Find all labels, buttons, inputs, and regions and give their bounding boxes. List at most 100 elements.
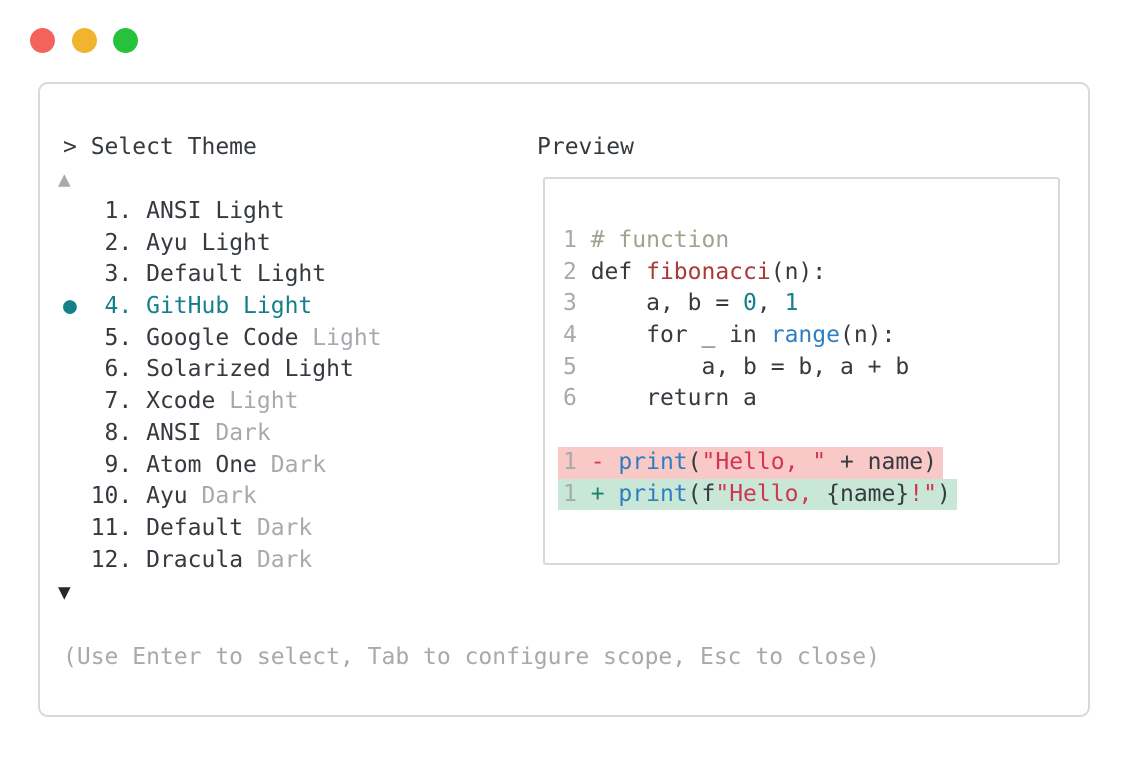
selected-indicator: ● (63, 293, 77, 320)
code-token-string: "Hello, " (701, 448, 827, 475)
theme-label-muted: Dark (243, 514, 313, 541)
code-token-plus: + (590, 480, 619, 507)
theme-label-muted: Dark (201, 419, 271, 446)
theme-list-item[interactable]: 5. Google Code Light (63, 323, 382, 355)
theme-number: 1. (76, 198, 147, 224)
theme-label-muted: Light (298, 324, 382, 351)
theme-label: ANSI Light (146, 198, 285, 224)
code-token-func: fibonacci (646, 258, 771, 285)
theme-label: Xcode (146, 388, 216, 415)
theme-list-item[interactable]: 7. Xcode Light (63, 386, 382, 418)
code-line: 3 a, b = 0, 1 (563, 288, 957, 320)
marker-spacer (63, 515, 77, 541)
theme-number: 5. (76, 324, 147, 351)
line-number: 4 (563, 322, 591, 349)
line-number: 1 (563, 448, 591, 475)
theme-label-muted: Light (215, 388, 299, 415)
theme-number: 12. (76, 546, 147, 573)
code-token-plain: a, b = (590, 290, 744, 317)
code-line: 4 for _ in range(n): (563, 320, 957, 352)
close-button[interactable] (30, 28, 55, 53)
diff-removed-line: 1 - print("Hello, " + name) (558, 446, 957, 479)
code-token-plain: + name) (826, 448, 937, 475)
theme-list-item[interactable]: 11. Default Dark (63, 513, 382, 545)
blank-line (563, 415, 957, 447)
theme-label: Atom One (146, 451, 257, 478)
zoom-button[interactable] (113, 28, 138, 53)
theme-label: Dracula (146, 546, 244, 573)
code-token-builtin: range (770, 322, 840, 349)
theme-label: GitHub Light (146, 293, 313, 320)
scroll-up-indicator: ▲ (58, 167, 71, 191)
marker-spacer (63, 420, 77, 446)
theme-label-muted: Dark (256, 451, 327, 478)
theme-label: Solarized Light (146, 356, 354, 383)
marker-spacer (63, 198, 77, 224)
theme-label: Default (146, 514, 244, 541)
theme-label: Ayu (146, 483, 188, 510)
code-token-plain: (n): (770, 258, 827, 285)
code-line: 1 # function (563, 225, 957, 257)
theme-label: Default Light (146, 261, 327, 288)
code-token-plain: def (590, 258, 647, 285)
prompt-text: > Select Theme (63, 134, 257, 160)
theme-list-item[interactable]: 2. Ayu Light (63, 228, 382, 260)
code-token-plain: (n): (839, 322, 896, 349)
theme-list-item[interactable]: ● 4. GitHub Light (63, 291, 382, 323)
marker-spacer (63, 388, 77, 414)
theme-number: 3. (76, 261, 147, 288)
code-token-plain: a, b = b, a + b (590, 353, 910, 380)
marker-spacer (63, 356, 77, 382)
theme-number: 11. (76, 514, 147, 541)
theme-list-item[interactable]: 12. Dracula Dark (63, 545, 382, 577)
code-line: 2 def fibonacci(n): (563, 257, 957, 289)
theme-list-item[interactable]: 3. Default Light (63, 259, 382, 291)
theme-label-muted: Dark (187, 483, 257, 510)
theme-list: 1. ANSI Light 2. Ayu Light 3. Default Li… (63, 196, 382, 576)
scroll-down-indicator: ▼ (58, 580, 71, 604)
minimize-button[interactable] (72, 28, 97, 53)
line-number: 2 (563, 258, 591, 285)
line-number: 1 (563, 480, 591, 507)
line-number: 1 (563, 227, 591, 253)
help-text: (Use Enter to select, Tab to configure s… (63, 644, 880, 670)
theme-list-item[interactable]: 6. Solarized Light (63, 354, 382, 386)
theme-list-item[interactable]: 9. Atom One Dark (63, 450, 382, 482)
code-token-string: !" (909, 480, 937, 507)
code-token-minus: - (590, 448, 619, 475)
diff-added-line: 1 + print(f"Hello, {name}!") (558, 478, 957, 511)
theme-label-muted: Dark (243, 546, 313, 573)
theme-label: Google Code (146, 324, 299, 351)
theme-number: 6. (76, 356, 147, 383)
theme-number: 4. (76, 293, 147, 320)
code-token-builtin: print (618, 480, 688, 507)
marker-spacer (63, 452, 77, 478)
theme-list-item[interactable]: 10. Ayu Dark (63, 481, 382, 513)
marker-spacer (63, 483, 77, 509)
theme-number: 7. (76, 388, 147, 415)
code-token-plain: ) (936, 480, 951, 507)
code-token-plain: (f (687, 480, 716, 507)
line-number: 5 (563, 353, 591, 380)
code-token-num: 0 (743, 290, 757, 317)
line-number: 6 (563, 385, 591, 412)
code-token-builtin: print (618, 448, 688, 475)
line-number: 3 (563, 290, 591, 317)
theme-picker-window: > Select Theme ▲ 1. ANSI Light 2. Ayu Li… (38, 82, 1090, 717)
marker-spacer (63, 230, 77, 256)
theme-number: 10. (76, 483, 147, 510)
code-token-plain: {name} (826, 480, 910, 507)
code-token-plain: ( (687, 448, 702, 475)
code-token-plain: return a (590, 385, 757, 412)
theme-label: Ayu Light (146, 229, 271, 256)
theme-number: 8. (76, 419, 147, 446)
theme-list-item[interactable]: 8. ANSI Dark (63, 418, 382, 450)
code-token-plain: , (756, 290, 785, 317)
marker-spacer (63, 547, 77, 573)
code-token-num: 1 (784, 290, 799, 317)
marker-spacer (63, 325, 77, 351)
code-token-plain: for _ in (590, 322, 771, 349)
theme-list-item[interactable]: 1. ANSI Light (63, 196, 382, 228)
code-token-string: "Hello, (715, 480, 827, 507)
